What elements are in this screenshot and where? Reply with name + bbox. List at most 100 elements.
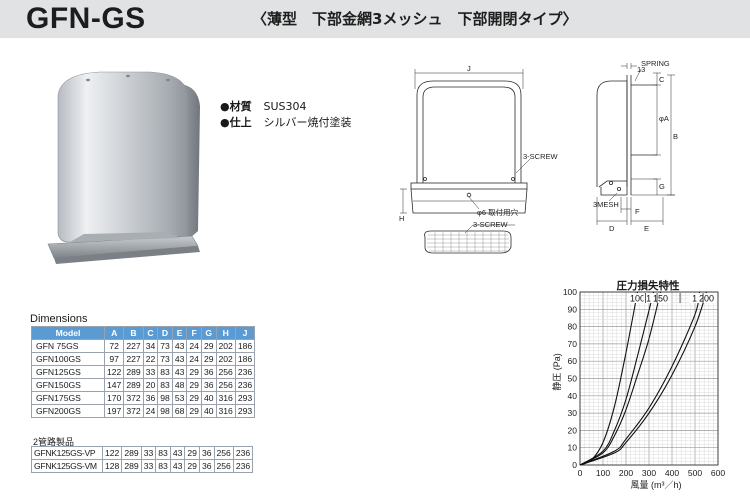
dim-label-g: G xyxy=(659,182,665,191)
col-header: E xyxy=(171,326,188,340)
dimension-cell: 147 xyxy=(103,378,125,392)
x-tick-label: 200 xyxy=(619,468,633,478)
dimension-cell: 29 xyxy=(186,378,202,392)
col-header: H xyxy=(215,326,236,340)
dimension-cell: 236 xyxy=(232,446,254,460)
dimension-cell: 29 xyxy=(186,365,202,379)
dimension-cell: 289 xyxy=(123,378,144,392)
dim-label-13: 13 xyxy=(637,65,645,74)
front-view xyxy=(400,69,531,254)
dimension-cell: 256 xyxy=(215,378,236,392)
dimension-cell: 29 xyxy=(200,352,217,366)
dimension-cell: 202 xyxy=(215,352,236,366)
series-line-175 xyxy=(579,291,701,466)
dimension-cell: 170 xyxy=(103,391,125,405)
dimension-cell: 29 xyxy=(200,339,217,353)
dimension-cell: 289 xyxy=(121,446,142,460)
series-line-125 xyxy=(579,291,655,466)
label-3screw-lower: 3-SCREW xyxy=(473,220,509,229)
dimensions-title: Dimensions xyxy=(30,313,88,325)
spec-finish-label: ●仕上 xyxy=(220,116,252,129)
dimension-cell: 40 xyxy=(200,404,217,418)
dimension-cell: 43 xyxy=(169,446,186,460)
table-header-row: Model A B C D E F G H J xyxy=(31,326,256,340)
dimension-cell: 40 xyxy=(200,391,217,405)
dimension-cell: 53 xyxy=(171,391,188,405)
header-bar xyxy=(0,0,750,38)
dimension-cell: 98 xyxy=(157,404,173,418)
dimension-cell: 316 xyxy=(215,404,236,418)
col-header: B xyxy=(123,326,144,340)
series-line-150 xyxy=(579,291,662,466)
dimension-cell: 236 xyxy=(234,365,256,379)
col-header: F xyxy=(186,326,202,340)
dimension-cell: 293 xyxy=(234,404,256,418)
label-3mesh: 3MESH xyxy=(593,200,619,209)
dimension-cell: 97 xyxy=(103,352,125,366)
label-3screw-upper: 3-SCREW xyxy=(523,152,559,161)
y-tick-label: 60 xyxy=(568,356,578,366)
dimension-cell: 36 xyxy=(200,378,217,392)
dim-label-j: J xyxy=(467,64,471,73)
dimension-cell: 256 xyxy=(215,365,236,379)
series-label-bg xyxy=(650,293,671,303)
dimension-cell: 98 xyxy=(157,391,173,405)
model-cell: GFNK125GS-VM xyxy=(31,459,103,473)
y-tick-label: 40 xyxy=(568,391,578,401)
label-mounting-hole: φ6 取付用穴 xyxy=(477,207,519,217)
dimension-cell: 83 xyxy=(155,446,171,460)
side-view xyxy=(596,63,675,225)
spec-material-label: ●材質 xyxy=(220,100,252,113)
dimension-cell: 202 xyxy=(215,339,236,353)
dim-label-h: H xyxy=(399,214,404,223)
dim-label-phi-a: φA xyxy=(659,114,669,123)
col-header: G xyxy=(200,326,217,340)
dim-label-f: F xyxy=(635,207,640,216)
col-header: Model xyxy=(31,326,105,340)
dimension-cell: 83 xyxy=(157,378,173,392)
technical-drawing: J H 3-SCREW 3-SCREW φ6 取付用穴 SPRING 13 C … xyxy=(399,59,678,254)
series-label-100: 100 xyxy=(630,294,645,304)
dim-label-d: D xyxy=(609,224,615,233)
dimension-cell: 289 xyxy=(123,365,144,379)
y-tick-label: 0 xyxy=(572,460,577,470)
dimension-cell: 36 xyxy=(200,365,217,379)
dimension-cell: 68 xyxy=(171,404,188,418)
y-tick-label: 10 xyxy=(568,443,578,453)
dimension-cell: 122 xyxy=(101,446,123,460)
dimension-cell: 33 xyxy=(140,446,157,460)
spec-finish: ●仕上 シルバー焼付塗装 xyxy=(220,114,352,130)
dimension-cell: 29 xyxy=(184,446,200,460)
product-subtitle: 〈薄型 下部金網3メッシュ 下部開閉タイプ〉 xyxy=(252,10,578,28)
dimension-cell: 227 xyxy=(123,339,144,353)
spec-material-value: SUS304 xyxy=(263,100,307,113)
dimension-cell: 29 xyxy=(186,404,202,418)
series-label-150: 150 xyxy=(653,294,668,304)
label-spring: SPRING xyxy=(641,59,670,68)
dimension-cell: 256 xyxy=(213,459,234,473)
dimension-cell: 256 xyxy=(213,446,234,460)
chart-xlabel: 風量 (m³／h) xyxy=(631,480,682,490)
dimension-cell: 33 xyxy=(140,459,157,473)
dimension-cell: 186 xyxy=(234,352,256,366)
dimension-cell: 289 xyxy=(121,459,142,473)
y-tick-label: 70 xyxy=(568,339,578,349)
dimension-cell: 22 xyxy=(142,352,159,366)
dimension-cell: 24 xyxy=(186,352,202,366)
dimension-cell: 36 xyxy=(198,459,215,473)
chart-title: 圧力損失特性 xyxy=(617,279,680,292)
dimension-cell: 236 xyxy=(234,378,256,392)
dimension-cell: 43 xyxy=(171,339,188,353)
dim-label-e: E xyxy=(644,224,649,233)
col-header: D xyxy=(157,326,173,340)
y-tick-label: 90 xyxy=(568,304,578,314)
spec-material: ●材質 SUS304 xyxy=(220,98,307,114)
